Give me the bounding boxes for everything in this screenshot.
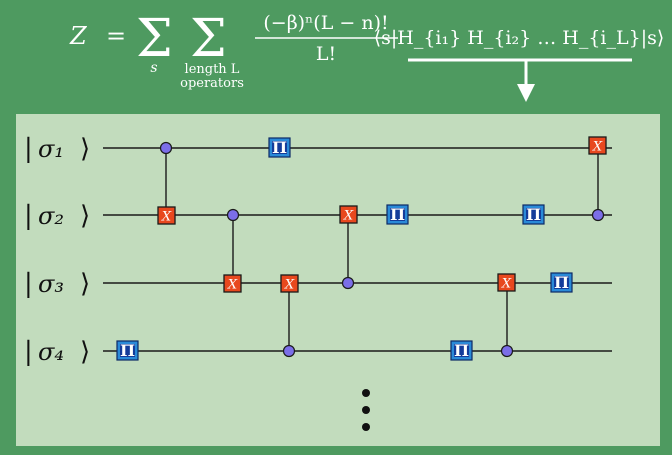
control-dot	[226, 208, 240, 222]
sum2-subscript-line2: operators	[180, 76, 244, 91]
sum2-subscript-line1: length L	[185, 62, 240, 77]
ellipsis-dot	[362, 423, 370, 431]
pi-gate: Π	[522, 204, 545, 225]
control-dot	[591, 208, 605, 222]
sum-symbol-1: Σ	[136, 9, 173, 69]
svg-text:|: |	[24, 337, 33, 367]
ket-sigma-3: | σ₃ ⟩	[24, 269, 90, 299]
x-gate: X	[280, 274, 299, 293]
pi-gate: Π	[268, 137, 291, 158]
svg-text:X: X	[161, 210, 172, 225]
ellipsis-dot	[362, 406, 370, 414]
ket-label-4: σ₄	[38, 338, 64, 366]
partition-function-formula: Z = Σ s Σ length L operators (−β)ⁿ(L − n…	[69, 9, 664, 102]
gate-connectors	[165, 148, 599, 351]
ket-sigma-1: | σ₁ ⟩	[24, 134, 90, 164]
pi-gate: Π	[386, 204, 409, 225]
pi-gate: Π	[550, 272, 573, 293]
pi-gates: Π Π Π Π Π Π	[116, 137, 573, 361]
ket-sigma-4: | σ₄ ⟩	[24, 337, 90, 367]
ket-sigma-2: | σ₂ ⟩	[24, 201, 90, 231]
x-gate: X	[223, 274, 242, 293]
svg-text:⟩: ⟩	[80, 201, 90, 231]
svg-text:Π: Π	[120, 341, 135, 360]
svg-text:X: X	[592, 140, 603, 155]
svg-text:X: X	[501, 277, 512, 292]
fraction-numerator: (−β)ⁿ(L − n)!	[263, 12, 388, 34]
svg-text:|: |	[24, 134, 33, 164]
svg-text:X: X	[343, 209, 354, 224]
ket-label-1: σ₁	[38, 135, 64, 163]
sum1-subscript: s	[150, 60, 157, 76]
control-dot	[159, 141, 173, 155]
x-gate: X	[588, 136, 607, 155]
ellipsis-dot	[362, 389, 370, 397]
x-gate: X	[339, 205, 358, 224]
x-gates: X X X X X X	[157, 136, 607, 293]
svg-text:Π: Π	[390, 205, 405, 224]
formula-lhs: Z	[69, 22, 88, 50]
svg-text:⟩: ⟩	[80, 134, 90, 164]
ket-label-3: σ₃	[38, 270, 64, 298]
formula-equals: =	[106, 22, 126, 50]
fraction-denominator: L!	[316, 43, 336, 65]
svg-text:⟩: ⟩	[80, 337, 90, 367]
ket-label-2: σ₂	[38, 202, 64, 230]
svg-text:Π: Π	[526, 205, 541, 224]
svg-text:Π: Π	[454, 341, 469, 360]
svg-text:X: X	[227, 278, 238, 293]
continuation-dots	[362, 389, 370, 431]
control-dot	[500, 344, 514, 358]
control-dot	[282, 344, 296, 358]
ket-labels: | σ₁ ⟩ | σ₂ ⟩ | σ₃ ⟩ | σ₄ ⟩	[24, 134, 90, 367]
svg-text:⟩: ⟩	[80, 269, 90, 299]
svg-text:Π: Π	[272, 138, 287, 157]
svg-text:|: |	[24, 269, 33, 299]
control-dots	[159, 141, 605, 358]
matrix-element: ⟨s|H_{i₁} H_{i₂} … H_{i_L}|s⟩	[374, 27, 665, 49]
sum-symbol-2: Σ	[190, 9, 227, 69]
x-gate: X	[157, 206, 176, 225]
svg-text:|: |	[24, 201, 33, 231]
pointer-arrowhead	[517, 84, 535, 102]
svg-text:X: X	[284, 278, 295, 293]
x-gate: X	[497, 273, 516, 292]
svg-text:Π: Π	[554, 273, 569, 292]
control-dot	[341, 276, 355, 290]
pi-gate: Π	[450, 340, 473, 361]
pi-gate: Π	[116, 340, 139, 361]
